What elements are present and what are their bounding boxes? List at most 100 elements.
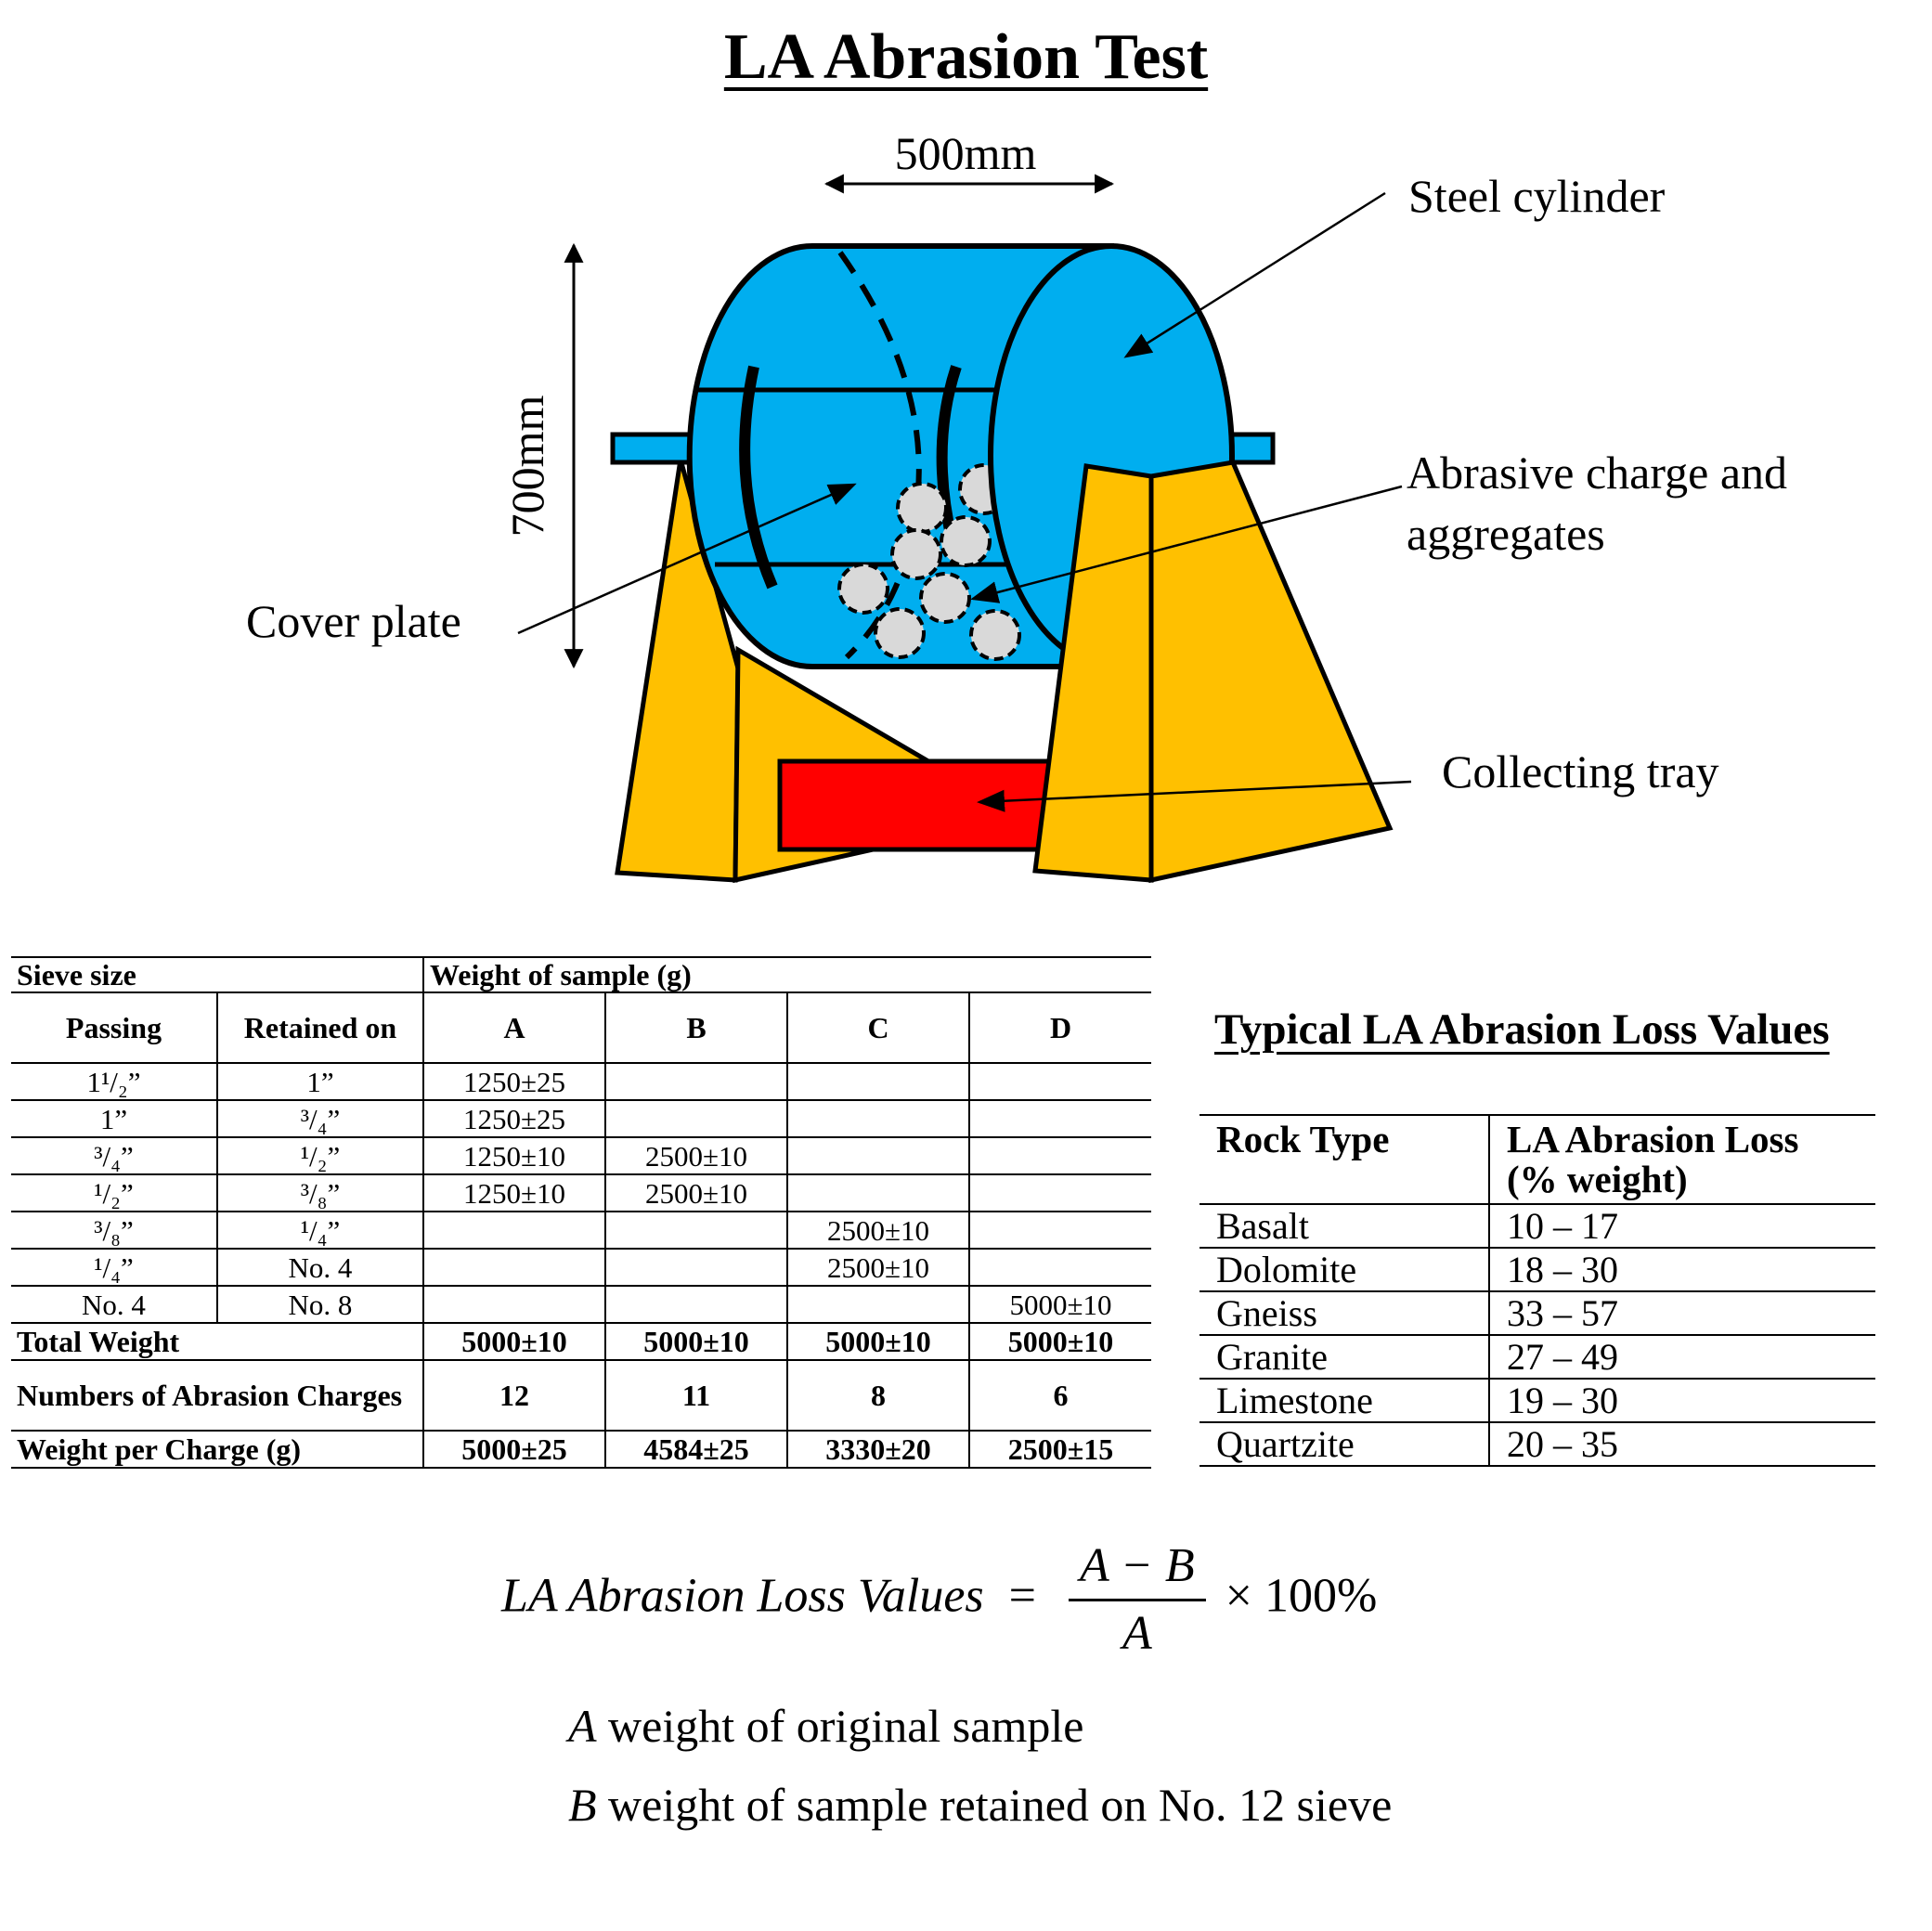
- weight-of-sample-header: Weight of sample (g): [422, 956, 1151, 993]
- weight-cell: [786, 1062, 970, 1101]
- weight-per-charge-cell: 2500±15: [968, 1430, 1151, 1469]
- formula-numerator: A − B: [1068, 1534, 1206, 1602]
- weight-cell: [786, 1173, 970, 1212]
- formula-fraction: A − B A: [1068, 1534, 1206, 1666]
- weight-cell: [968, 1173, 1151, 1212]
- formula-denominator: A: [1122, 1607, 1152, 1661]
- abrasion-charges-row: Numbers of Abrasion Charges 12 11 8 6: [11, 1359, 1151, 1432]
- weight-cell: 2500±10: [786, 1248, 970, 1287]
- rock-type-cell: Granite: [1199, 1334, 1489, 1380]
- weight-cell: [604, 1248, 788, 1287]
- table-row: No. 4 No. 8 5000±10: [11, 1285, 1151, 1324]
- retained-cell: No. 8: [216, 1285, 424, 1324]
- abrasion-loss-header: LA Abrasion Loss (% weight): [1488, 1114, 1875, 1205]
- passing-cell: 1”: [11, 1099, 218, 1138]
- table-header-row: Passing Retained on A B C D: [11, 991, 1151, 1064]
- abrasion-loss-formula: LA Abrasion Loss Values = A − B A × 100%: [501, 1534, 1377, 1666]
- collecting-tray: [777, 758, 1061, 852]
- abrasive-charge-group: [837, 463, 1021, 661]
- weight-cell: [786, 1136, 970, 1175]
- cover-plate-right-curve: [936, 365, 962, 540]
- table-row: 1” ³/₄” 1250±25: [11, 1099, 1151, 1138]
- weight-cell: [422, 1248, 606, 1287]
- charge-ball: [874, 607, 926, 659]
- weight-cell: [604, 1099, 788, 1138]
- abrasion-charges-cell: 11: [604, 1359, 788, 1432]
- charge-ball: [919, 572, 971, 624]
- abrasion-charges-cell: 6: [968, 1359, 1151, 1432]
- weight-cell: [604, 1062, 788, 1101]
- collecting-tray-leader: [977, 780, 1412, 812]
- table-row: ³/₈” ¹/₄” 2500±10: [11, 1211, 1151, 1250]
- rock-type-cell: Dolomite: [1199, 1247, 1489, 1292]
- formula-times-100: × 100%: [1225, 1569, 1378, 1623]
- retained-cell: ³/₄”: [216, 1099, 424, 1138]
- formula-lhs: LA Abrasion Loss Values: [501, 1569, 984, 1623]
- table-row: Dolomite 18 – 30: [1199, 1247, 1875, 1292]
- grade-d-header: D: [968, 991, 1151, 1064]
- label-abrasive-charge-line1: Abrasive charge and: [1407, 447, 1788, 499]
- label-cover-plate: Cover plate: [246, 595, 461, 647]
- cover-plate-leader: [517, 483, 857, 635]
- table-row: ¹/₄” No. 4 2500±10: [11, 1248, 1151, 1287]
- rock-type-header: Rock Type: [1199, 1114, 1489, 1205]
- weight-per-charge-cell: 5000±25: [422, 1430, 606, 1469]
- weight-cell: 5000±10: [968, 1285, 1151, 1324]
- table-row: Limestone 19 – 30: [1199, 1378, 1875, 1423]
- weight-per-charge-cell: 4584±25: [604, 1430, 788, 1469]
- legend-a: A weight of original sample: [568, 1699, 1083, 1753]
- table-row: Granite 27 – 49: [1199, 1334, 1875, 1380]
- retained-cell: 1”: [216, 1062, 424, 1101]
- passing-cell: ¹/₂”: [11, 1173, 218, 1212]
- weight-cell: [786, 1099, 970, 1138]
- total-weight-cell: 5000±10: [968, 1322, 1151, 1361]
- retained-cell: ³/₈”: [216, 1173, 424, 1212]
- retained-cell: No. 4: [216, 1248, 424, 1287]
- table-row: Quartzite 20 – 35: [1199, 1421, 1875, 1467]
- weight-per-charge-row: Weight per Charge (g) 5000±25 4584±25 33…: [11, 1430, 1151, 1469]
- rock-type-cell: Gneiss: [1199, 1290, 1489, 1336]
- abrasion-charges-cell: 12: [422, 1359, 606, 1432]
- passing-cell: No. 4: [11, 1285, 218, 1324]
- total-weight-cell: 5000±10: [786, 1322, 970, 1361]
- total-weight-row: Total Weight 5000±10 5000±10 5000±10 500…: [11, 1322, 1151, 1361]
- width-dimension-label: 500mm: [895, 127, 1037, 179]
- table-header-row: Rock Type LA Abrasion Loss (% weight): [1199, 1114, 1875, 1205]
- passing-cell: ¹/₄”: [11, 1248, 218, 1287]
- weight-cell: 1250±10: [422, 1173, 606, 1212]
- weight-per-charge-cell: 3330±20: [786, 1430, 970, 1469]
- legend-a-symbol: A: [568, 1700, 597, 1752]
- weight-cell: [786, 1285, 970, 1324]
- label-abrasive-charge-line2: aggregates: [1407, 508, 1605, 560]
- rock-abrasion-table: Rock Type LA Abrasion Loss (% weight) Ba…: [1199, 1114, 1875, 1467]
- cover-plate-dashed-curve: [837, 251, 922, 660]
- total-weight-cell: 5000±10: [604, 1322, 788, 1361]
- abrasion-loss-cell: 10 – 17: [1488, 1203, 1875, 1249]
- weight-cell: 2500±10: [604, 1173, 788, 1212]
- weight-cell: [422, 1285, 606, 1324]
- grade-c-header: C: [786, 991, 970, 1064]
- table-row: ³/₄” ¹/₂” 1250±10 2500±10: [11, 1136, 1151, 1175]
- formula-equals: =: [1008, 1569, 1036, 1623]
- retained-on-header: Retained on: [216, 991, 424, 1064]
- charge-ball: [969, 609, 1021, 661]
- abrasive-charge-leader: [970, 485, 1403, 603]
- height-dimension-label: 700mm: [501, 395, 553, 538]
- weight-cell: [604, 1211, 788, 1250]
- abrasion-loss-cell: 20 – 35: [1488, 1421, 1875, 1467]
- label-steel-cylinder: Steel cylinder: [1408, 170, 1666, 222]
- charge-ball: [890, 528, 942, 580]
- frame-right-side: [1148, 460, 1394, 884]
- legend-b: B weight of sample retained on No. 12 si…: [568, 1778, 1392, 1832]
- table-row: 1¹/₂” 1” 1250±25: [11, 1062, 1151, 1101]
- abrasion-charges-cell: 8: [786, 1359, 970, 1432]
- abrasion-loss-cell: 33 – 57: [1488, 1290, 1875, 1336]
- page-title: LA Abrasion Test: [723, 21, 1209, 93]
- table-row: Basalt 10 – 17: [1199, 1203, 1875, 1249]
- charge-ball: [896, 482, 948, 534]
- rock-type-cell: Limestone: [1199, 1378, 1489, 1423]
- abrasion-loss-cell: 18 – 30: [1488, 1247, 1875, 1292]
- label-collecting-tray: Collecting tray: [1442, 745, 1719, 797]
- weight-cell: 2500±10: [604, 1136, 788, 1175]
- weight-per-charge-label: Weight per Charge (g): [11, 1430, 424, 1469]
